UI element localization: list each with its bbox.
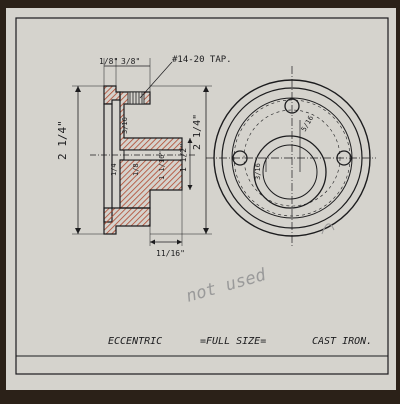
- sheet-border: [15, 17, 389, 375]
- bolt-circle: [231, 97, 353, 219]
- tap-note: #14-20 TAP.: [172, 55, 232, 65]
- drawing-sheet: [6, 8, 396, 390]
- outer-wall: [103, 103, 113, 223]
- title-scale: =FULL SIZE=: [200, 336, 266, 347]
- bolt-hole-right: [336, 150, 352, 166]
- hidden-circle-2: [243, 109, 341, 207]
- tapped-hole: [127, 91, 145, 105]
- dim-small-a: 3/16: [121, 117, 129, 134]
- dim-bore: 1 1/2": [179, 143, 188, 172]
- outer-rim: [213, 79, 371, 237]
- eccentric-hub: [253, 135, 327, 209]
- bolt-hole-top: [284, 98, 300, 114]
- hidden-circle: [233, 99, 351, 217]
- dim-eccentric: 3/16: [254, 163, 262, 180]
- dim-small-b: 1/8: [132, 163, 140, 176]
- dim-hub: 1 1/16": [158, 150, 166, 180]
- title-part: ECCENTRIC: [108, 336, 162, 347]
- dim-total-height: 2 1/4": [56, 120, 69, 160]
- end-view: [206, 66, 376, 248]
- dim-top-b: 3/8": [121, 57, 140, 66]
- dim-bottom: 11/16": [156, 249, 185, 258]
- eccentric-bore: [262, 144, 318, 200]
- dim-left-inner: 1/4: [110, 163, 118, 176]
- dim-right-height: 2 1/4": [192, 114, 203, 150]
- flange-circle: [221, 87, 363, 229]
- section-view: 2 1/4" 2 1/4" 1 1/2" 1 1/16" 3/16 1/4 1/…: [56, 55, 232, 258]
- title-material: CAST IRON.: [312, 336, 372, 347]
- bolt-hole-left: [232, 150, 248, 166]
- dim-top-a: 1/8": [99, 57, 118, 66]
